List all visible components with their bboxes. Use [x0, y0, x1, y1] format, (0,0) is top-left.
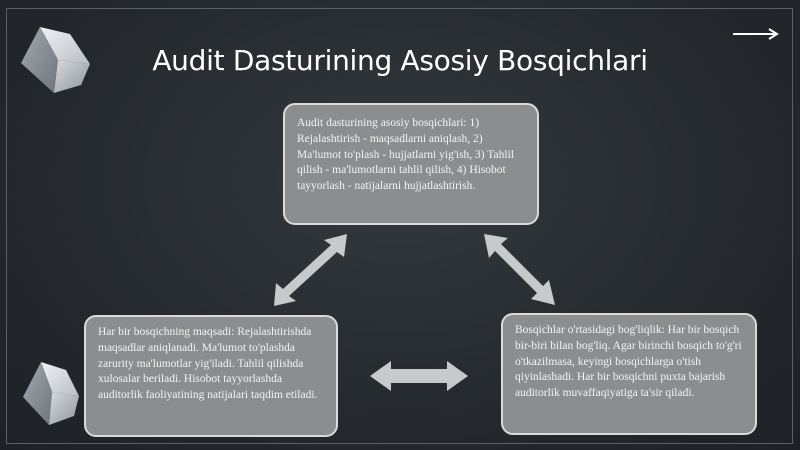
- stages-overview-box: Audit dasturining asosiy bosqichlari: 1)…: [283, 103, 539, 225]
- stage-relations-box: Bosqichlar o'rtasidagi bog'liqlik: Har b…: [501, 313, 757, 435]
- slide-frame: [6, 8, 793, 444]
- double-arrow-icon: [370, 361, 468, 391]
- slide-title: Audit Dasturining Asosiy Bosqichlari: [152, 44, 648, 77]
- stage-goals-box: Har bir bosqichning maqsadi: Rejalashtir…: [84, 315, 338, 437]
- double-arrow-icon: [274, 234, 347, 306]
- double-arrow-icon: [484, 234, 555, 305]
- arrow-right-icon[interactable]: [731, 27, 781, 41]
- cube-icon: [21, 27, 90, 93]
- cube-icon: [23, 362, 79, 425]
